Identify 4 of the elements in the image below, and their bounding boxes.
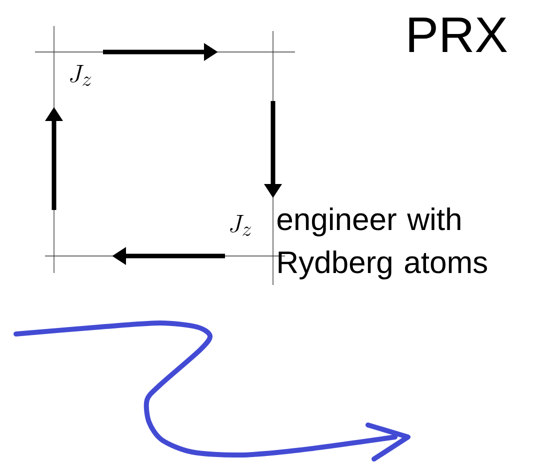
title-text: PRX (409, 18, 507, 52)
note-text: engineer with Rydberg atoms (278, 208, 487, 280)
math-label: $J_z$ (70, 65, 92, 86)
math-label: $J_z$ (230, 215, 252, 236)
